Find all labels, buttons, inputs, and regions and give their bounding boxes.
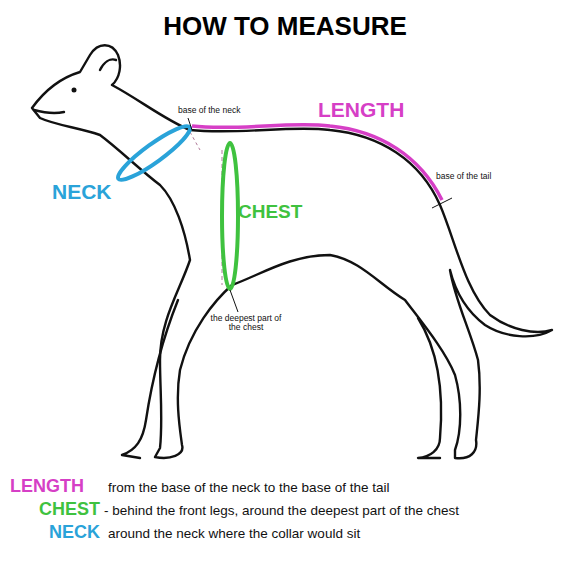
- chest-measure-ring: [222, 143, 238, 289]
- legend-description: - behind the front legs, around the deep…: [104, 504, 564, 519]
- legend-description: from the base of the neck to the base of…: [108, 481, 563, 496]
- dog-eye: [72, 88, 77, 93]
- neck-base-mark: [188, 118, 192, 130]
- part-label: base of the tail: [436, 172, 526, 181]
- measure-name: NECK: [52, 180, 142, 203]
- legend-term: LENGTH: [10, 477, 106, 497]
- tail-base-mark: [432, 198, 452, 208]
- part-label: the deepest part of the chest: [210, 314, 282, 333]
- ear-fold: [100, 59, 116, 70]
- length-measure-line: [192, 125, 442, 200]
- legend-term: CHEST: [10, 500, 100, 520]
- measure-name: CHEST: [238, 202, 338, 223]
- chest-deep-mark: [230, 290, 238, 312]
- legend-term: NECK: [10, 523, 100, 543]
- part-label: base of the neck: [178, 106, 268, 115]
- page-title: HOW TO MEASURE: [0, 12, 570, 41]
- far-front-leg: [122, 300, 178, 458]
- measure-name: LENGTH: [318, 98, 438, 121]
- neck-guide-dashed: [190, 132, 200, 150]
- far-hind-leg: [418, 318, 441, 458]
- neck-measure-ring: [113, 120, 195, 186]
- dog-outline: [32, 45, 552, 458]
- mouth-line: [34, 110, 64, 113]
- legend-description: around the neck where the collar would s…: [108, 527, 563, 542]
